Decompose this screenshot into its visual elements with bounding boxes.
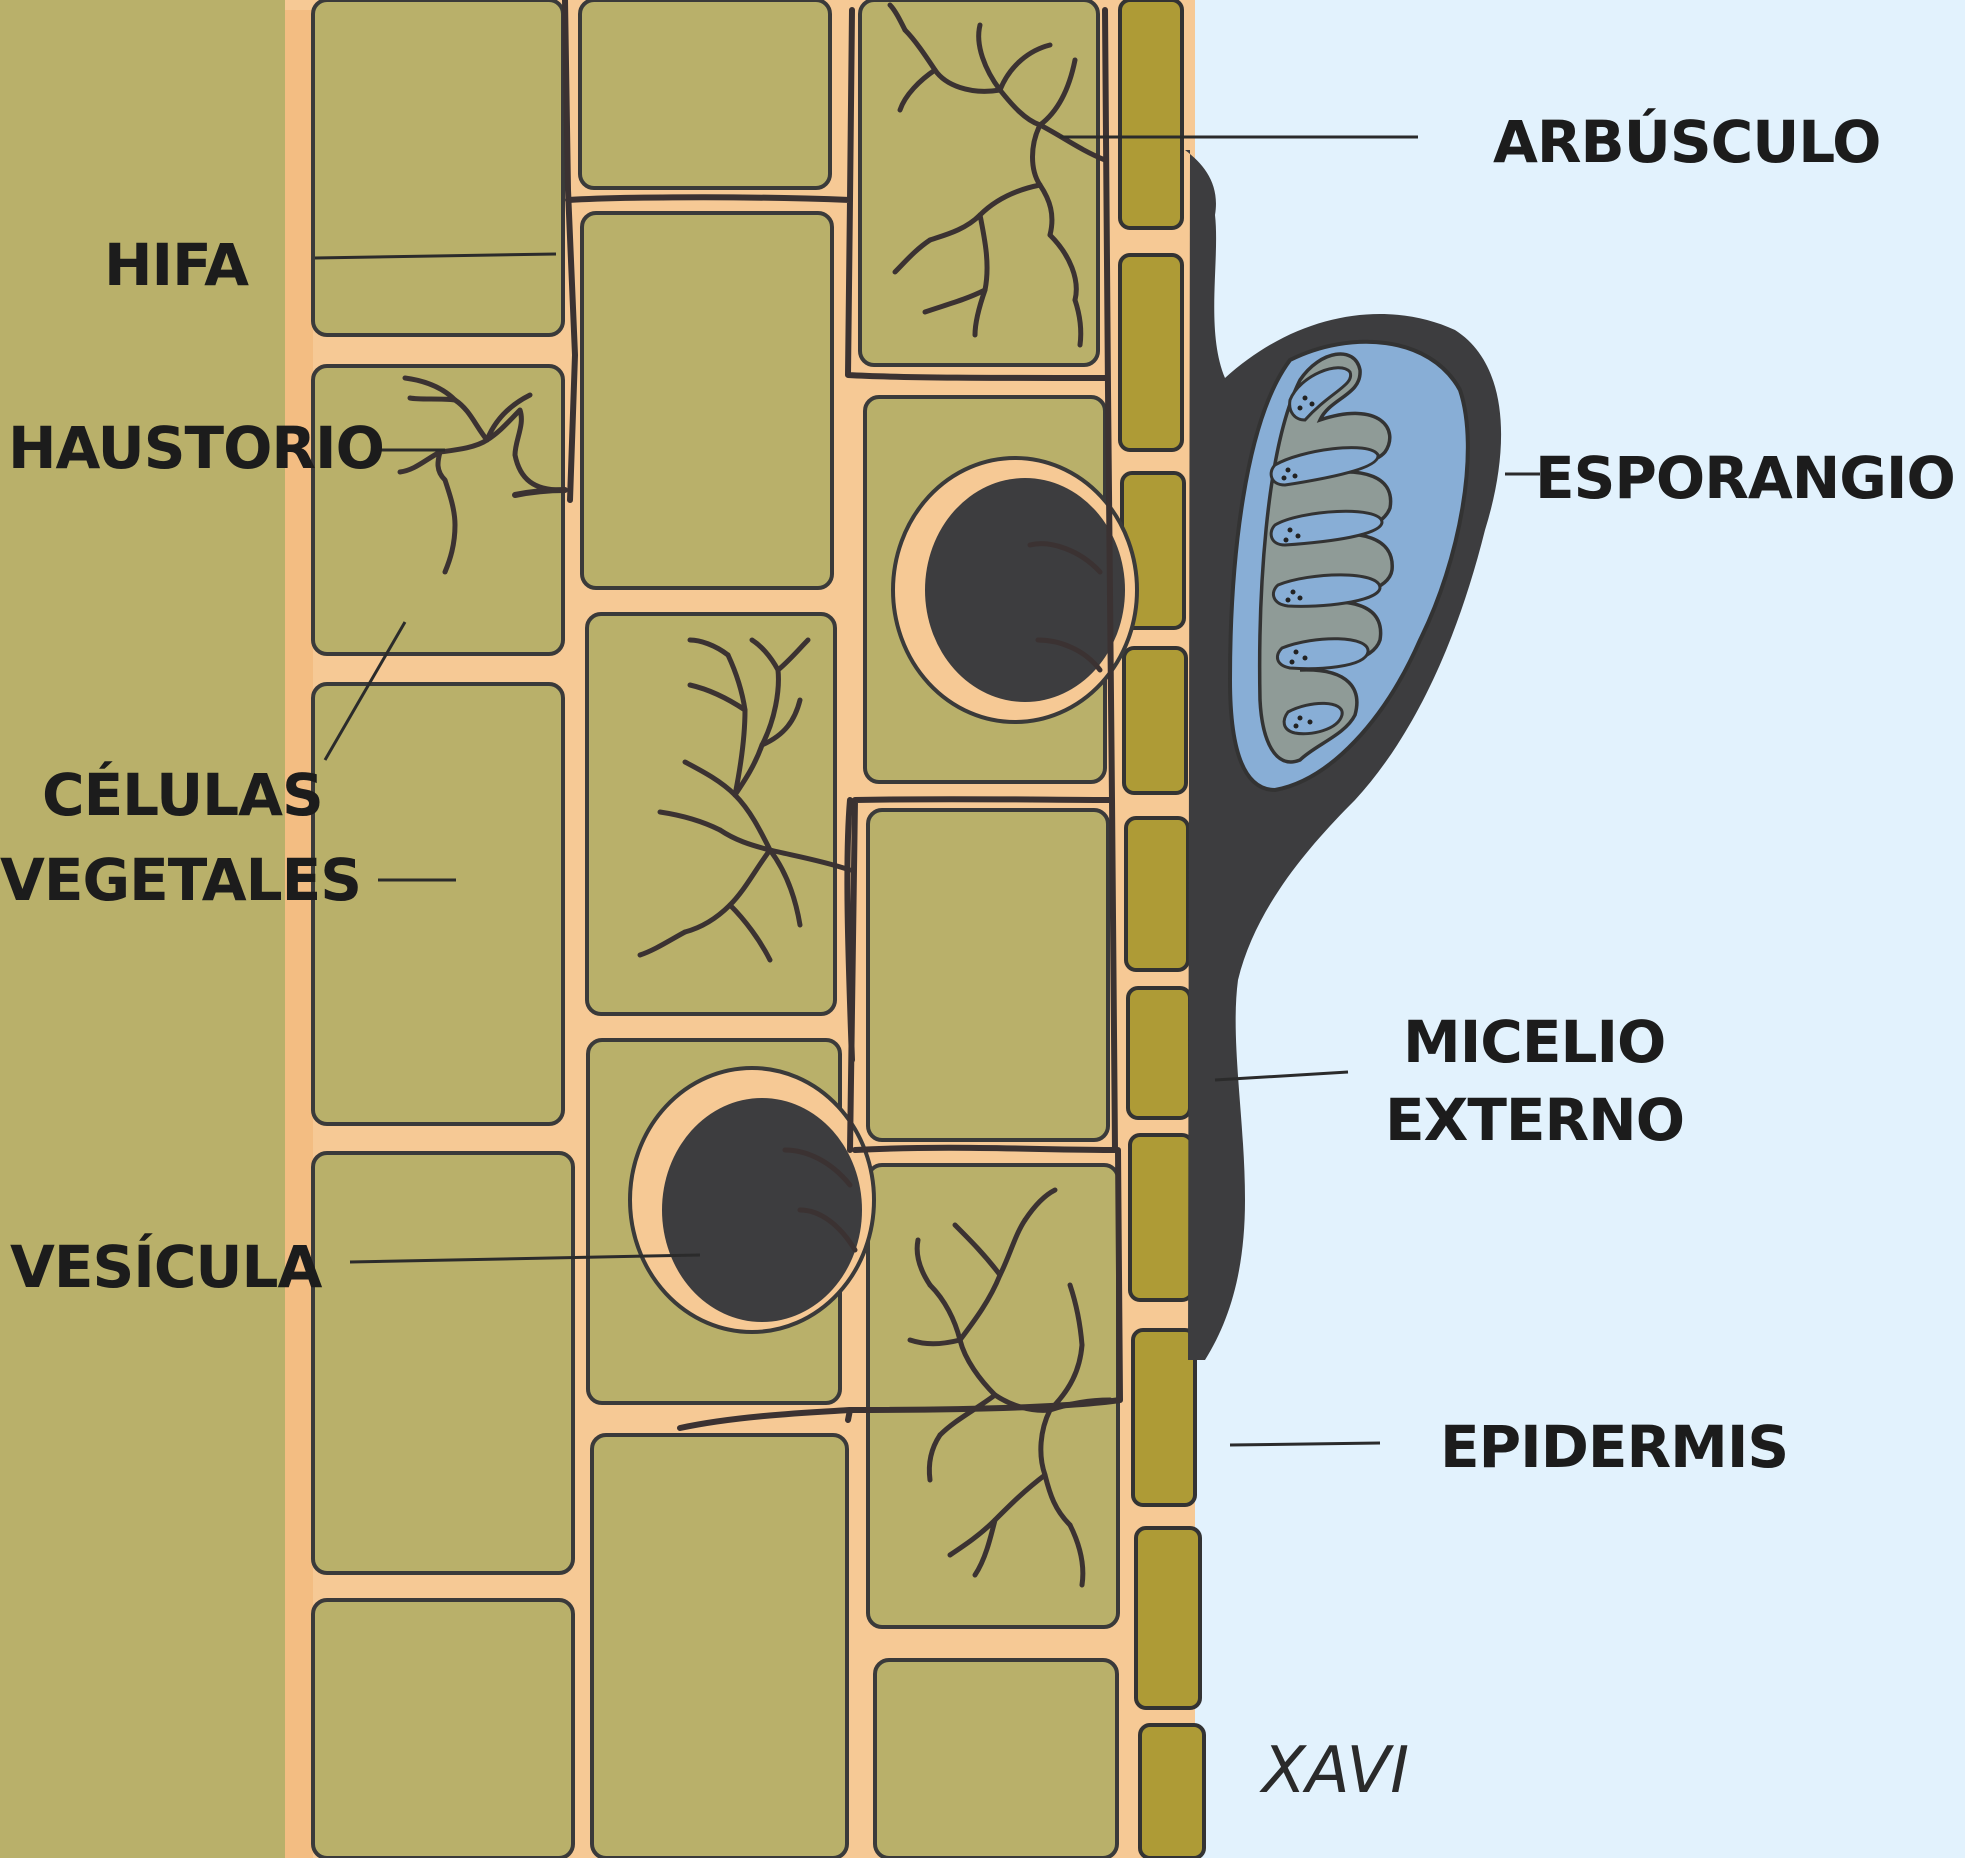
- epidermis-cell: [1124, 816, 1190, 972]
- left-tissue-band: [0, 0, 285, 1858]
- plant-cell: [311, 364, 565, 656]
- label-epidermis: EPIDERMIS: [1440, 1413, 1788, 1481]
- label-esporangio: ESPORANGIO: [1535, 444, 1955, 512]
- label-haustorio: HAUSTORIO: [8, 414, 384, 482]
- plant-cell: [580, 211, 834, 590]
- plant-cell: [858, 0, 1100, 367]
- epidermis-cell: [1122, 646, 1188, 795]
- epidermis-cell: [1128, 1133, 1194, 1302]
- epidermis-cell: [1118, 253, 1184, 452]
- vesicle-upper: [891, 456, 1139, 724]
- haustorium: [397, 375, 563, 575]
- arbuscule-middle: [637, 637, 853, 963]
- plant-cell: [311, 1151, 575, 1575]
- left-wall-strip: [285, 10, 313, 1858]
- plant-cell: [311, 682, 565, 1126]
- label-micelio-line2: EXTERNO: [1385, 1086, 1684, 1154]
- leader-lines: [314, 135, 1540, 1447]
- plant-cell: [590, 1433, 849, 1858]
- plant-cell: [311, 0, 565, 337]
- label-hifa: HIFA: [104, 231, 249, 299]
- label-celulas-line1: CÉLULAS: [42, 760, 323, 829]
- spores: [1281, 395, 1315, 729]
- vesicle-lower: [628, 1066, 876, 1334]
- epidermis-cell: [1134, 1526, 1202, 1710]
- epidermis-cell: [1118, 0, 1184, 230]
- plant-cell: [311, 1598, 575, 1858]
- labels: ARBÚSCULO HIFA HAUSTORIO ESPORANGIO CÉLU…: [0, 107, 1956, 1481]
- label-micelio-line1: MICELIO: [1403, 1008, 1665, 1076]
- label-arbusculo: ARBÚSCULO: [1493, 107, 1880, 176]
- epidermis-cell: [1126, 986, 1192, 1120]
- arbuscule-top: [887, 2, 1108, 348]
- plant-cell: [585, 612, 837, 1016]
- label-vesicula: VESÍCULA: [10, 1232, 322, 1301]
- artist-signature: XAVI: [1259, 1734, 1409, 1808]
- plant-cell: [873, 1658, 1119, 1858]
- arbuscule-bottom: [907, 1187, 1113, 1588]
- plant-tissue: [0, 0, 1206, 1858]
- epidermis-cell: [1131, 1328, 1197, 1507]
- plant-cell: [866, 808, 1110, 1142]
- plant-cell: [578, 0, 832, 190]
- epidermis-cell: [1138, 1723, 1206, 1858]
- label-celulas-line2: VEGETALES: [0, 846, 361, 914]
- intercellular-hyphae: [512, 0, 1123, 1431]
